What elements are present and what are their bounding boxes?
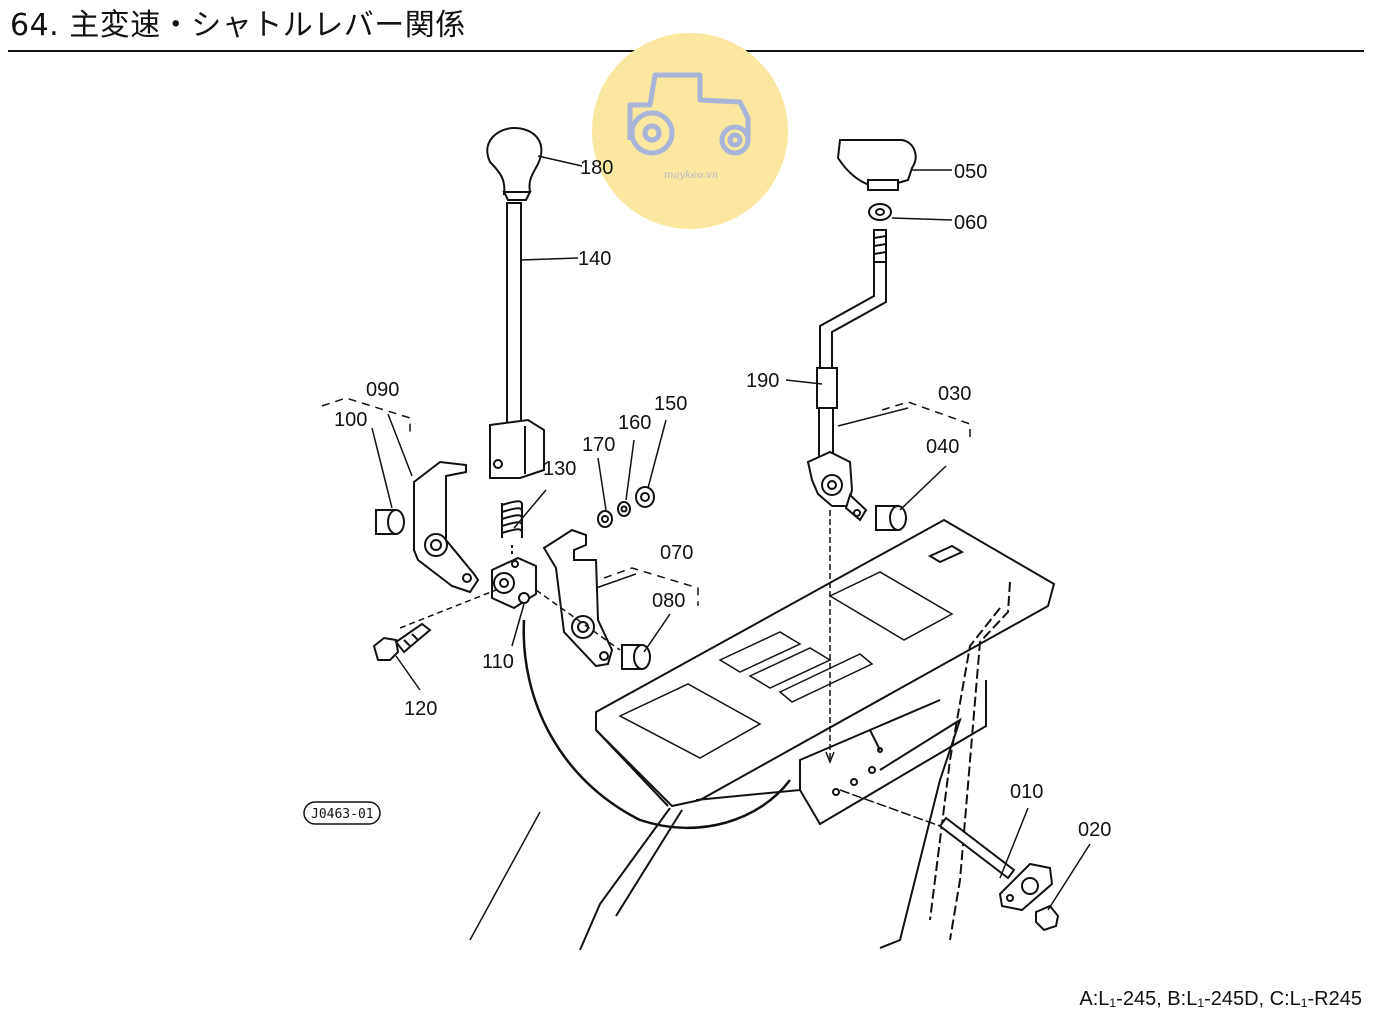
watermark: maykeo.vn: [592, 33, 788, 229]
pin-010: [938, 816, 1054, 912]
label-190: 190: [746, 370, 779, 392]
rod-140: [506, 202, 522, 426]
label-030: 030: [938, 383, 971, 405]
model-applicability: A:L₁-245, B:L₁-245D, C:L₁-R245: [1079, 988, 1362, 1010]
rod-190: [819, 261, 887, 371]
label-090: 090: [366, 379, 399, 401]
bushings: [375, 486, 908, 670]
label-080: 080: [652, 590, 685, 612]
label-130: 130: [543, 458, 576, 480]
assembly-brackets: [321, 397, 971, 606]
shuttle-lever: [806, 139, 917, 522]
label-120: 120: [404, 698, 437, 720]
label-140: 140: [578, 248, 611, 270]
drawing-code-badge: J0463-01: [303, 801, 381, 825]
label-020: 020: [1078, 819, 1111, 841]
spring-130: [501, 500, 523, 556]
leader-lines: [371, 155, 1091, 911]
drawing-code: J0463-01: [311, 807, 374, 822]
part-labels: 180 140 050 060 190 030 040 090 100 130 …: [334, 157, 1111, 841]
watermark-circle: [592, 33, 788, 229]
console-frame: [469, 518, 1056, 951]
label-040: 040: [926, 436, 959, 458]
lever-clevis: [489, 418, 545, 479]
gear-shift-lever: [486, 126, 545, 479]
label-110: 110: [482, 651, 514, 673]
bolt-020: [1035, 904, 1060, 932]
guide-lines: [399, 510, 941, 830]
bracket-090: [413, 460, 480, 594]
label-160: 160: [618, 412, 651, 434]
tractor-icon: [627, 72, 751, 156]
watermark-text: maykeo.vn: [664, 170, 718, 181]
knob-050: [836, 139, 917, 190]
label-180: 180: [580, 157, 613, 179]
label-060: 060: [954, 212, 987, 234]
label-070: 070: [660, 542, 693, 564]
bolt-120: [372, 622, 432, 661]
label-100: 100: [334, 409, 367, 431]
label-010: 010: [1010, 781, 1043, 803]
label-170: 170: [582, 434, 615, 456]
page-title: 64. 主変速・シャトルレバー関係: [10, 8, 466, 43]
label-150: 150: [654, 393, 687, 415]
label-050: 050: [954, 161, 987, 183]
bracket-070: [542, 528, 614, 668]
pivot-block-110: [491, 556, 537, 610]
knob-180: [486, 126, 543, 196]
